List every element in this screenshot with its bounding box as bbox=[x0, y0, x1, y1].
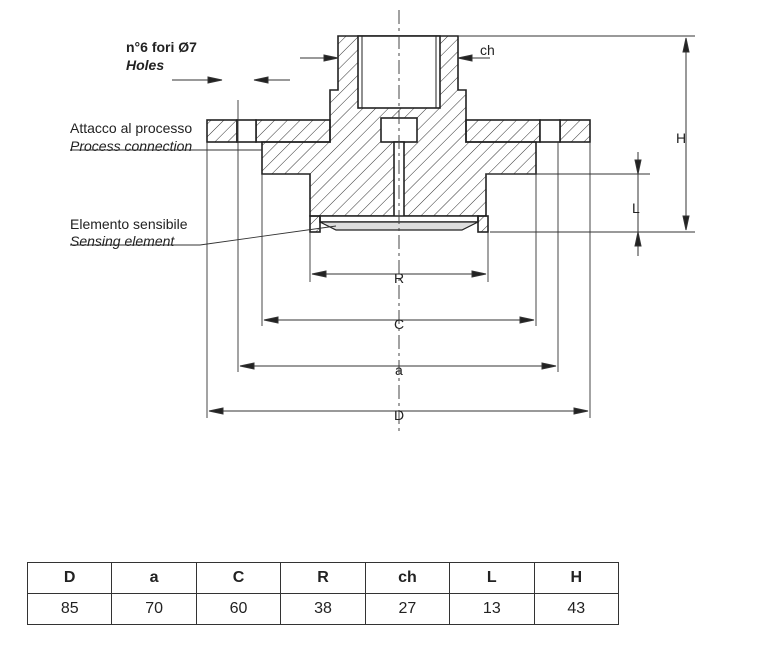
dim-L: L bbox=[632, 200, 640, 216]
sensing-element-label-en: Sensing element bbox=[70, 233, 175, 249]
dimensions-table: D a C R ch L H 85 70 60 38 27 13 43 bbox=[26, 562, 620, 625]
header-H: H bbox=[533, 562, 620, 594]
flange-hole-right bbox=[559, 119, 591, 143]
value-R: 38 bbox=[280, 593, 366, 625]
header-a: a bbox=[111, 562, 197, 594]
sensing-element-shape bbox=[319, 221, 479, 231]
header-R: R bbox=[280, 562, 366, 594]
dim-C: C bbox=[394, 316, 404, 332]
seal-left bbox=[309, 215, 321, 233]
value-ch: 27 bbox=[364, 593, 451, 625]
technical-drawing: n°6 fori Ø7 Holes Attacco al processo Pr… bbox=[70, 10, 695, 432]
table-row: 85 70 60 38 27 13 43 bbox=[26, 593, 620, 625]
dimension-lines bbox=[172, 37, 690, 415]
flange-hole-left bbox=[206, 119, 238, 143]
header-C: C bbox=[195, 562, 282, 594]
flange-right bbox=[465, 119, 541, 143]
holes-label-en: Holes bbox=[126, 57, 164, 73]
leader-lines bbox=[70, 149, 337, 246]
dim-H: H bbox=[676, 130, 686, 146]
value-a: 70 bbox=[111, 593, 197, 625]
process-connection-label-it: Attacco al processo bbox=[70, 120, 192, 136]
holes-label-it: n°6 fori Ø7 bbox=[126, 39, 197, 55]
sensing-element-label-it: Elemento sensibile bbox=[70, 216, 188, 232]
value-H: 43 bbox=[533, 593, 620, 625]
table-header-row: D a C R ch L H bbox=[26, 562, 620, 594]
header-L: L bbox=[449, 562, 535, 594]
seal-right bbox=[477, 215, 489, 233]
header-ch: ch bbox=[364, 562, 451, 594]
process-connection-label-en: Process connection bbox=[70, 138, 192, 154]
header-D: D bbox=[26, 562, 113, 594]
value-D: 85 bbox=[26, 593, 113, 625]
value-L: 13 bbox=[449, 593, 535, 625]
dim-ch: ch bbox=[480, 42, 495, 58]
extension-lines bbox=[206, 35, 695, 418]
dim-D: D bbox=[394, 407, 404, 423]
hole-right bbox=[539, 119, 561, 143]
value-C: 60 bbox=[195, 593, 282, 625]
flange-left bbox=[255, 119, 331, 143]
dim-R: R bbox=[394, 270, 404, 286]
dim-a: a bbox=[395, 362, 403, 378]
hole-left bbox=[236, 119, 257, 143]
